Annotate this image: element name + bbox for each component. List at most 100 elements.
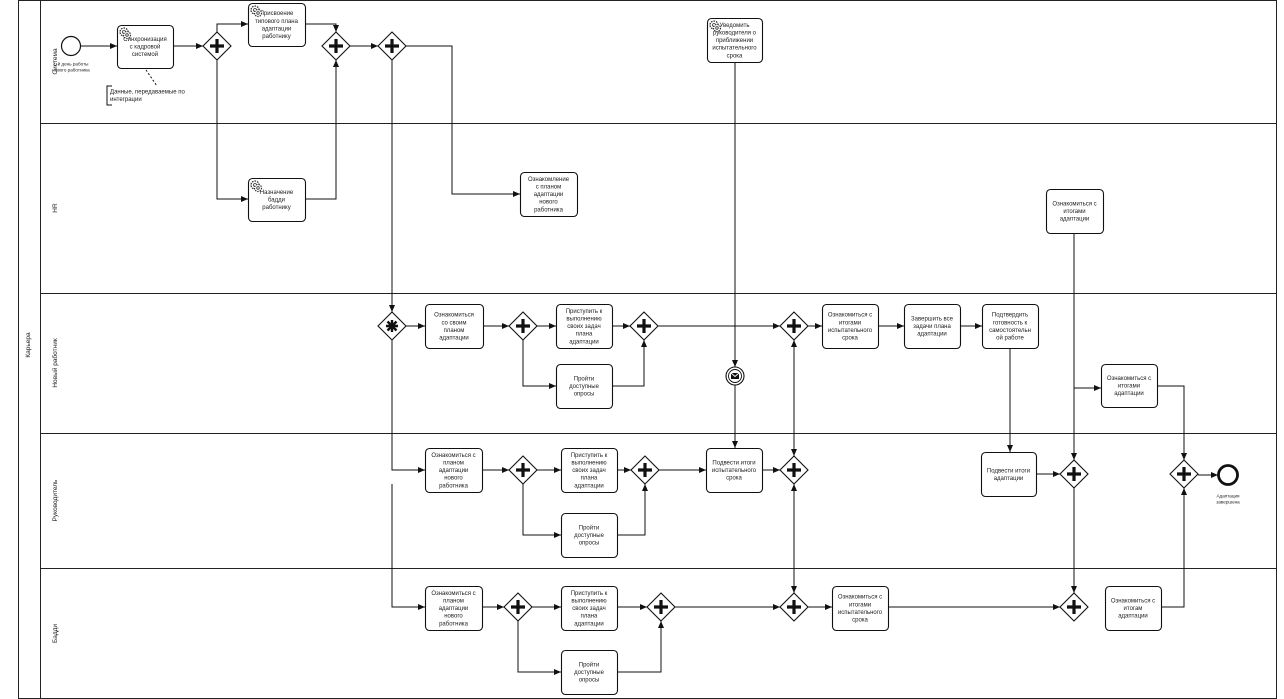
plus-icon bbox=[787, 319, 801, 333]
parallel-gateway-sys3[interactable] bbox=[377, 31, 407, 61]
sequence-flow bbox=[522, 484, 561, 538]
task-label: своих задач bbox=[572, 468, 605, 474]
parallel-gateway-bud2[interactable] bbox=[646, 592, 676, 622]
task-label: ой работе bbox=[996, 335, 1024, 342]
task-label: плана bbox=[581, 476, 598, 482]
task-label: Ознакомиться bbox=[434, 313, 474, 319]
lane-label-hr: HR bbox=[52, 203, 59, 213]
task-label: Пройти bbox=[579, 525, 599, 532]
gear-icon bbox=[709, 20, 722, 33]
parallel-gateway-sys2[interactable] bbox=[321, 31, 351, 61]
parallel-gateway-sys1[interactable] bbox=[202, 31, 232, 61]
task-label: работнику bbox=[262, 205, 290, 211]
parallel-gateway-bud1[interactable] bbox=[503, 592, 533, 622]
task-label: нового bbox=[539, 200, 558, 206]
task-bud-review[interactable]: Ознакомиться спланомадаптацииновогоработ… bbox=[424, 585, 484, 632]
sequence-flow bbox=[617, 621, 664, 673]
gear-icon bbox=[250, 180, 263, 193]
gear-icon bbox=[250, 5, 263, 18]
task-label: адаптации bbox=[1114, 391, 1144, 397]
task-label: Пройти bbox=[574, 376, 594, 383]
parallel-gateway-mgr2[interactable] bbox=[630, 455, 660, 485]
task-label: доступные bbox=[574, 533, 605, 539]
sequence-flow bbox=[1157, 385, 1187, 460]
task-label: испытательного bbox=[828, 328, 873, 334]
task-mgr-review[interactable]: Ознакомиться спланомадаптацииновогоработ… bbox=[424, 447, 484, 494]
task-label: адаптации bbox=[574, 483, 604, 489]
task-label: итогами bbox=[849, 602, 871, 608]
task-label: итогам bbox=[1124, 606, 1143, 612]
plus-icon bbox=[654, 600, 668, 614]
plus-icon bbox=[787, 600, 801, 614]
task-label: с кадровой bbox=[130, 44, 161, 51]
task-label: Синхронизация bbox=[123, 37, 166, 43]
plus-icon bbox=[638, 463, 652, 477]
plus-icon bbox=[516, 319, 530, 333]
end-event-label: завершена bbox=[1216, 500, 1240, 505]
parallel-gateway-emp2[interactable] bbox=[629, 311, 659, 341]
task-label: выполнению bbox=[571, 461, 607, 467]
message-intermediate-event[interactable] bbox=[725, 366, 745, 386]
task-label: опросы bbox=[574, 392, 595, 398]
task-label: нового bbox=[444, 614, 463, 620]
sequence-flow bbox=[406, 45, 520, 197]
task-label: Подвести итоги bbox=[987, 468, 1030, 474]
task-label: Ознакомиться с bbox=[431, 591, 475, 597]
parallel-gateway-mgr5[interactable] bbox=[1169, 459, 1199, 489]
task-label: со своим bbox=[441, 320, 466, 326]
task-label: адаптации bbox=[917, 332, 947, 338]
parallel-gateway-emp1[interactable] bbox=[508, 311, 538, 341]
complex-gateway-emp0[interactable] bbox=[377, 311, 407, 341]
sequence-flow bbox=[391, 484, 425, 610]
parallel-gateway-mgr1[interactable] bbox=[508, 455, 538, 485]
task-label: срока bbox=[842, 336, 858, 342]
task-label: Присвоение bbox=[260, 11, 294, 17]
task-label: адаптации bbox=[1060, 217, 1090, 223]
gear-icon bbox=[119, 27, 132, 40]
parallel-gateway-bud3[interactable] bbox=[779, 592, 809, 622]
task-label: Ознакомиться с bbox=[1111, 599, 1155, 605]
sequence-flow bbox=[216, 21, 248, 32]
parallel-gateway-mgr3[interactable] bbox=[779, 455, 809, 485]
association-line bbox=[145, 69, 158, 87]
sequence-flow bbox=[617, 484, 648, 536]
task-label: Завершить все bbox=[911, 317, 954, 323]
parallel-gateway-bud4[interactable] bbox=[1059, 592, 1089, 622]
sequence-flow bbox=[522, 340, 556, 389]
task-label: типового плана bbox=[255, 19, 299, 25]
plus-icon bbox=[329, 39, 343, 53]
task-label: Приступить к bbox=[566, 309, 603, 315]
parallel-gateway-mgr4[interactable] bbox=[1059, 459, 1089, 489]
task-label: адаптации bbox=[574, 621, 604, 627]
parallel-gateway-emp3[interactable] bbox=[779, 311, 809, 341]
task-label: испытательного bbox=[712, 46, 757, 52]
plus-icon bbox=[1177, 467, 1191, 481]
task-label: Ознакомиться с bbox=[1052, 202, 1096, 208]
annotation-text: Данные, передаваемые по bbox=[110, 89, 185, 95]
